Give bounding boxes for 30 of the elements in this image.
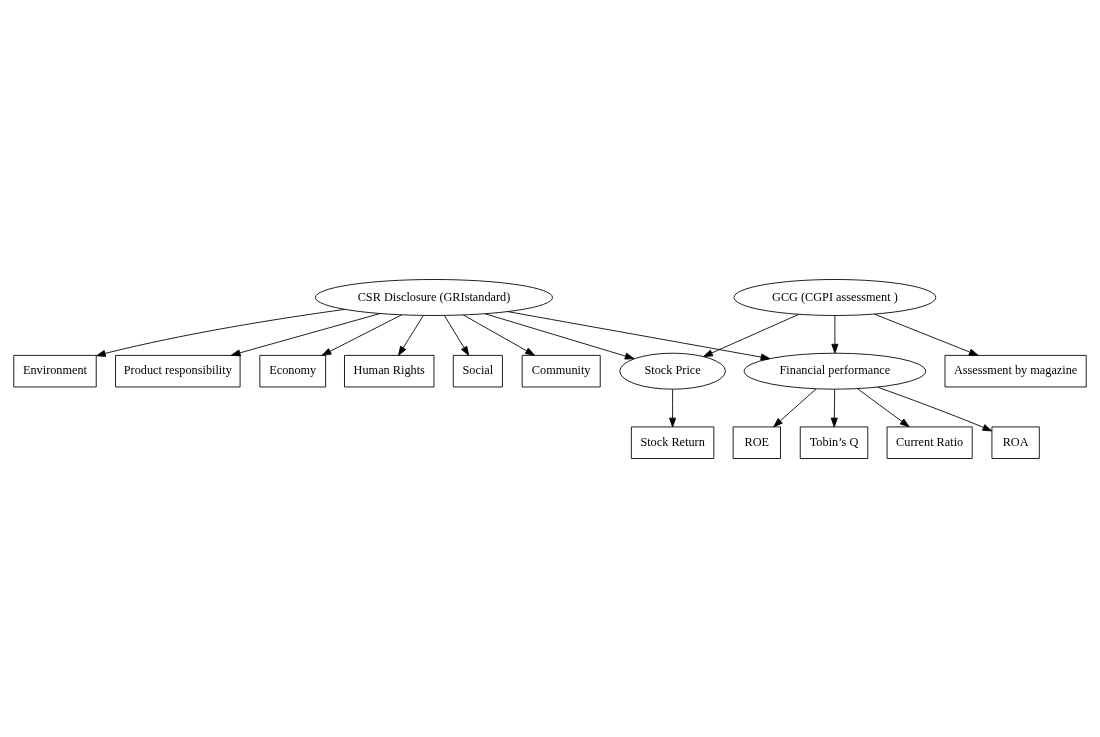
arrow bbox=[398, 314, 424, 356]
node-box: Assessment by magazine bbox=[944, 354, 1087, 387]
arrow bbox=[703, 313, 800, 357]
node-box: Human Rights bbox=[344, 354, 435, 387]
node-box: Tobin’s Q bbox=[799, 425, 869, 459]
arrow bbox=[230, 312, 381, 356]
arrow bbox=[877, 386, 993, 431]
node-ellipse: GCG (CGPI assessment ) bbox=[733, 278, 937, 316]
arrow bbox=[773, 388, 817, 427]
arrow bbox=[857, 387, 910, 427]
node-box: ROA bbox=[991, 425, 1040, 459]
arrow bbox=[830, 388, 838, 427]
arrow bbox=[507, 310, 771, 361]
arrow bbox=[321, 313, 402, 356]
node-box: Stock Return bbox=[630, 425, 715, 459]
node-box: Economy bbox=[259, 354, 327, 387]
arrow bbox=[669, 388, 677, 427]
node-ellipse: CSR Disclosure (GRIstandard) bbox=[315, 278, 553, 316]
arrow bbox=[831, 314, 839, 353]
node-box: Environment bbox=[13, 354, 97, 387]
node-box: Social bbox=[452, 354, 503, 387]
arrow bbox=[463, 314, 535, 356]
node-box: Community bbox=[521, 354, 601, 387]
arrow bbox=[873, 313, 979, 356]
arrow bbox=[484, 312, 635, 360]
arrow bbox=[443, 314, 470, 356]
arrow bbox=[96, 308, 346, 357]
node-box: ROE bbox=[732, 425, 781, 459]
node-box: Current Ratio bbox=[886, 425, 973, 459]
node-box: Product responsibility bbox=[115, 354, 241, 387]
